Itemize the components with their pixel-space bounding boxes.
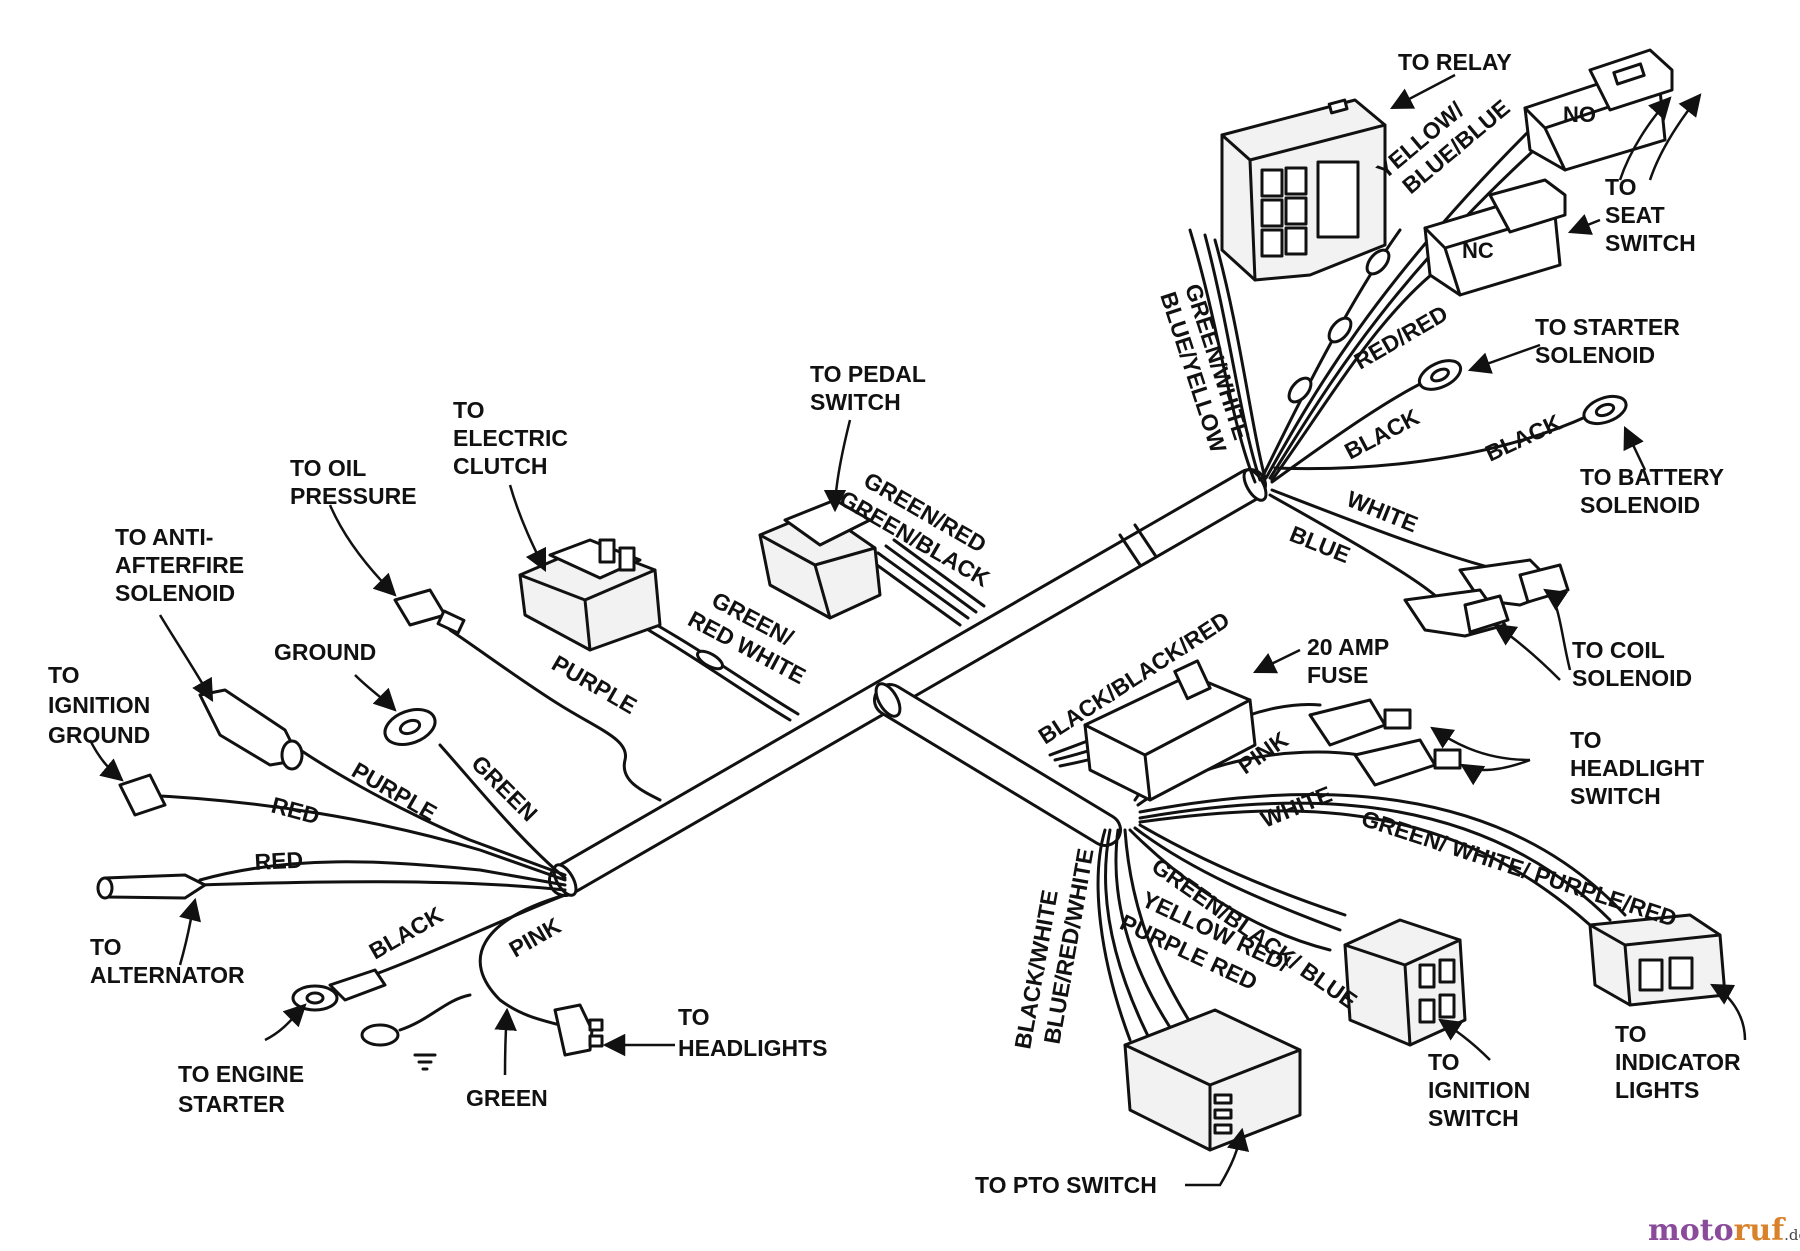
label-to-engine-starter: TO ENGINE STARTER <box>178 1061 311 1117</box>
wire-label-black-3: BLACK <box>365 901 448 964</box>
watermark-brand-b: ruf <box>1734 1213 1787 1248</box>
oil-pressure-branch <box>393 588 662 802</box>
electric-clutch-branch <box>518 538 800 722</box>
engine-starter-terminal <box>291 968 387 1012</box>
label-to-pedal-switch: TO PEDAL SWITCH <box>810 361 932 415</box>
component-labels: TO RELAY NO NC TO SEAT SWITCH TO STARTER… <box>48 49 1747 1198</box>
wire-label-black-1: BLACK <box>1340 403 1424 464</box>
wire-label-black-2: BLACK <box>1481 409 1565 467</box>
label-to-coil-solenoid: TO COIL SOLENOID <box>1572 637 1692 691</box>
fuse-holder <box>1083 659 1257 802</box>
wire-label-red-1: RED <box>269 792 323 830</box>
label-to-ignition-ground: TO IGNITION GROUND <box>48 662 157 748</box>
ignition-switch-connector <box>1343 918 1467 1047</box>
label-to-seat-switch: TO SEAT SWITCH <box>1605 174 1696 256</box>
wire-label-purple-1: PURPLE <box>548 650 642 719</box>
watermark-brand-a: moto <box>1648 1213 1734 1248</box>
label-to-starter-solenoid: TO STARTER SOLENOID <box>1535 314 1686 368</box>
seat-switch-nc-connector <box>1423 178 1567 297</box>
label-green-bottom: GREEN <box>466 1085 548 1111</box>
wire-label-white-2: WHITE <box>1257 781 1335 833</box>
ground-symbol-terminal <box>360 1023 437 1071</box>
pedal-switch-branch <box>758 498 986 627</box>
pto-switch-connector <box>1123 1008 1302 1152</box>
wire-label-white: WHITE <box>1343 486 1421 538</box>
wire-label-black-white-blue-red-white: BLACK/WHITE BLUE/RED/WHITE <box>1009 841 1098 1055</box>
coil-solenoid-terminals <box>1403 558 1570 638</box>
wire-label-blue: BLUE <box>1286 521 1354 569</box>
starter-solenoid-terminal <box>1417 359 1463 391</box>
label-to-relay: TO RELAY <box>1398 49 1512 75</box>
svg-text:motoruf.de: motoruf.de <box>1648 1213 1800 1248</box>
indicator-lights-connector <box>1588 913 1727 1007</box>
relay-connector <box>1220 98 1387 282</box>
wire-label-green-white-purple-red: GREEN/ WHITE/ PURPLE/RED <box>1358 805 1680 932</box>
label-20-amp-fuse: 20 AMP FUSE <box>1307 634 1395 688</box>
label-no: NO <box>1563 102 1596 127</box>
headlight-switch-connectors <box>1308 698 1462 787</box>
seat-switch-no-connector <box>1523 48 1674 172</box>
alternator-connector <box>96 873 207 900</box>
label-to-indicator-lights: TO INDICATOR LIGHTS <box>1615 1021 1747 1103</box>
label-to-battery-solenoid: TO BATTERY SOLENOID <box>1580 464 1730 518</box>
label-to-anti-afterfire-solenoid: TO ANTI- AFTERFIRE SOLENOID <box>115 524 250 606</box>
label-to-ignition-switch: TO IGNITION SWITCH <box>1428 1049 1537 1131</box>
ground-terminal <box>383 708 437 746</box>
label-to-alternator: TO ALTERNATOR <box>90 934 245 988</box>
label-to-oil-pressure: TO OIL PRESSURE <box>290 455 417 509</box>
anti-afterfire-solenoid <box>198 688 304 771</box>
label-to-headlight-switch: TO HEADLIGHT SWITCH <box>1570 727 1711 809</box>
label-to-electric-clutch: TO ELECTRIC CLUTCH <box>453 397 574 479</box>
label-ground: GROUND <box>274 639 376 665</box>
left-end-wires <box>138 708 567 1032</box>
wire-label-red-2: RED <box>254 846 304 875</box>
battery-solenoid-terminal <box>1582 394 1628 426</box>
wire-label-pink-1: PINK <box>505 912 566 962</box>
watermark-suffix: .de <box>1784 1226 1800 1244</box>
headlights-connector <box>553 1003 604 1057</box>
pointer-arrows <box>88 73 1747 1187</box>
wire-label-yellow-blue-blue: YELLOW/ BLUE/BLUE <box>1372 73 1515 205</box>
ignition-ground-terminal <box>118 773 167 817</box>
label-to-headlights: TO HEADLIGHTS <box>678 1004 828 1061</box>
wire-label-purple-2: PURPLE <box>348 757 442 826</box>
watermark: motoruf.de <box>1648 1213 1800 1248</box>
label-nc: NC <box>1462 238 1494 263</box>
label-to-pto-switch: TO PTO SWITCH <box>975 1172 1157 1198</box>
